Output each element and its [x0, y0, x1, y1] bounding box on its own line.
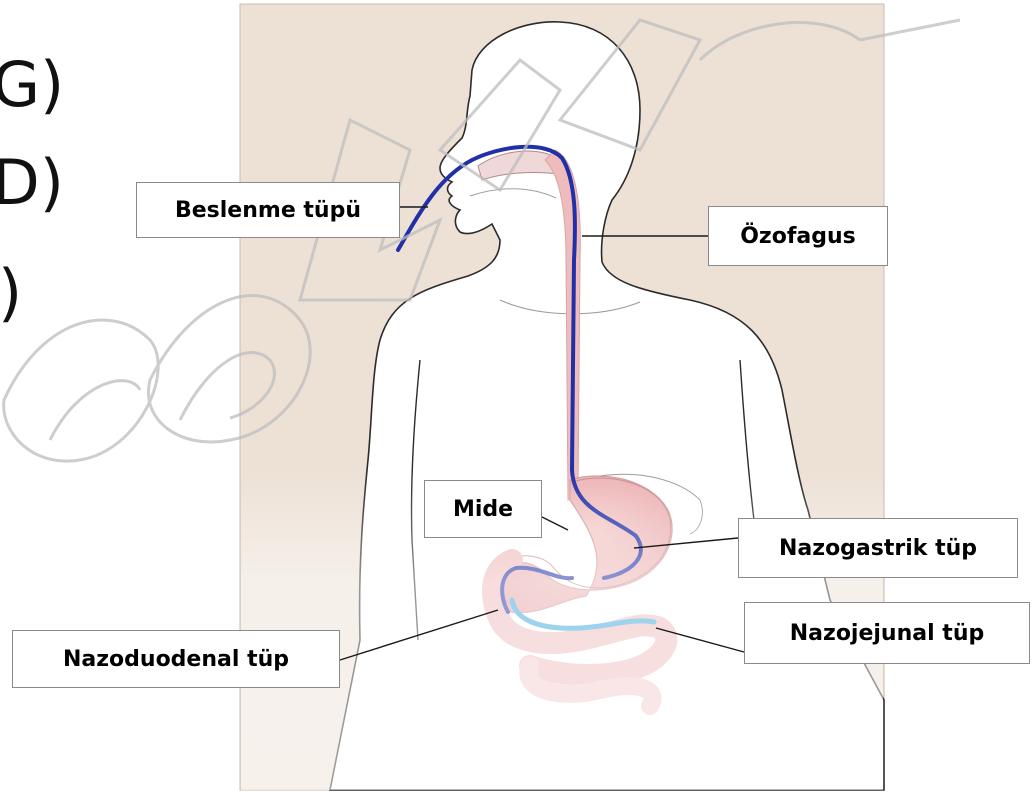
side-text-2: D) [0, 152, 64, 214]
side-text-3: ) [0, 262, 22, 324]
label-nasogastric: Nazogastrik tüp [738, 518, 1018, 578]
label-stomach: Mide [424, 480, 542, 538]
label-esophagus: Özofagus [708, 206, 888, 266]
side-text-1: G) [0, 54, 64, 116]
label-nasojejunal: Nazojejunal tüp [744, 602, 1030, 664]
label-feeding-tube: Beslenme tüpü [136, 182, 400, 238]
label-nasoduodenal: Nazoduodenal tüp [12, 630, 340, 688]
